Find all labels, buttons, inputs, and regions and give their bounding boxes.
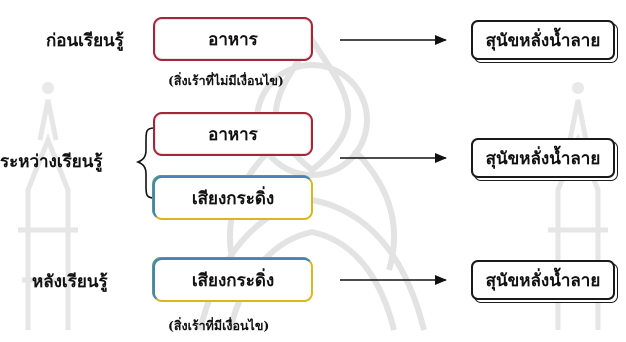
stage-label-after: หลังเรียนรู้ — [32, 272, 108, 292]
stimulus-text: อาหาร — [208, 124, 258, 145]
stimulus-note-conditioned: (สิ่งเร้าที่มีเงื่อนไข) — [168, 318, 270, 333]
curly-brace — [135, 127, 155, 199]
response-box: สุนัขหลั่งน้ำลาย — [471, 260, 615, 300]
stimulus-text: เสียงกระดิ่ง — [191, 270, 275, 291]
response-text: สุนัขหลั่งน้ำลาย — [485, 148, 601, 169]
stimulus-text: อาหาร — [208, 29, 258, 50]
stage-label-during: ระหว่างเรียนรู้ — [0, 152, 103, 172]
response-box: สุนัขหลั่งน้ำลาย — [471, 138, 615, 178]
response-text: สุนัขหลั่งน้ำลาย — [485, 30, 601, 51]
stimulus-note-unconditioned: (สิ่งเร้าที่ไม่มีเงื่อนไข) — [168, 73, 284, 88]
stimulus-text: เสียงกระดิ่ง — [191, 188, 275, 209]
stimulus-box-bell: เสียงกระดิ่ง — [153, 258, 313, 302]
response-text: สุนัขหลั่งน้ำลาย — [485, 270, 601, 291]
stimulus-box-food: อาหาร — [153, 112, 313, 156]
stimulus-box-food: อาหาร — [153, 17, 313, 61]
stimulus-box-bell: เสียงกระดิ่ง — [153, 176, 313, 220]
stage-label-before: ก่อนเรียนรู้ — [46, 31, 124, 51]
response-box: สุนัขหลั่งน้ำลาย — [471, 20, 615, 60]
